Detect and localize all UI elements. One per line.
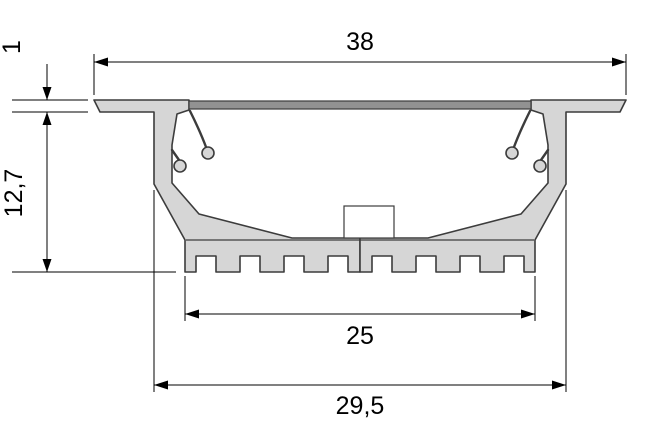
cover-plate (188, 100, 532, 110)
profile-left-half (93, 99, 361, 273)
dim-label-height: 12,7 (0, 169, 28, 218)
clip-arm-line (170, 148, 181, 162)
arrowhead-right (552, 380, 566, 390)
arrowhead-left (154, 380, 168, 390)
arrowhead-down (42, 87, 52, 100)
dim-label-overall-width: 38 (346, 28, 374, 56)
dimension-body-width: 29,5 (153, 190, 567, 420)
dim-label-body-width: 29,5 (336, 392, 385, 420)
arrowhead-left (185, 309, 199, 319)
cover-clip-left (170, 109, 215, 173)
dimension-height: 12,7 (0, 112, 176, 273)
profile-right-half (359, 99, 627, 273)
dim-label-flange-thickness: 1 (0, 40, 26, 54)
clip-ball (201, 146, 215, 160)
arrowhead-right (521, 309, 535, 319)
dim-label-base-width: 25 (346, 322, 374, 350)
clip-spring-line (188, 109, 208, 149)
clip-ball (173, 159, 187, 173)
dimension-overall-width: 38 (93, 28, 627, 95)
arrowhead-down (42, 259, 52, 272)
arrowhead-left (94, 57, 108, 67)
dimension-base-width: 25 (184, 276, 536, 350)
center-boss (343, 205, 395, 239)
dimension-flange-thickness: 1 (0, 40, 88, 113)
arrowhead-up (42, 112, 52, 125)
cover-clip-right (504, 109, 550, 174)
profile-body (93, 99, 627, 273)
arrowhead-right (612, 57, 626, 67)
